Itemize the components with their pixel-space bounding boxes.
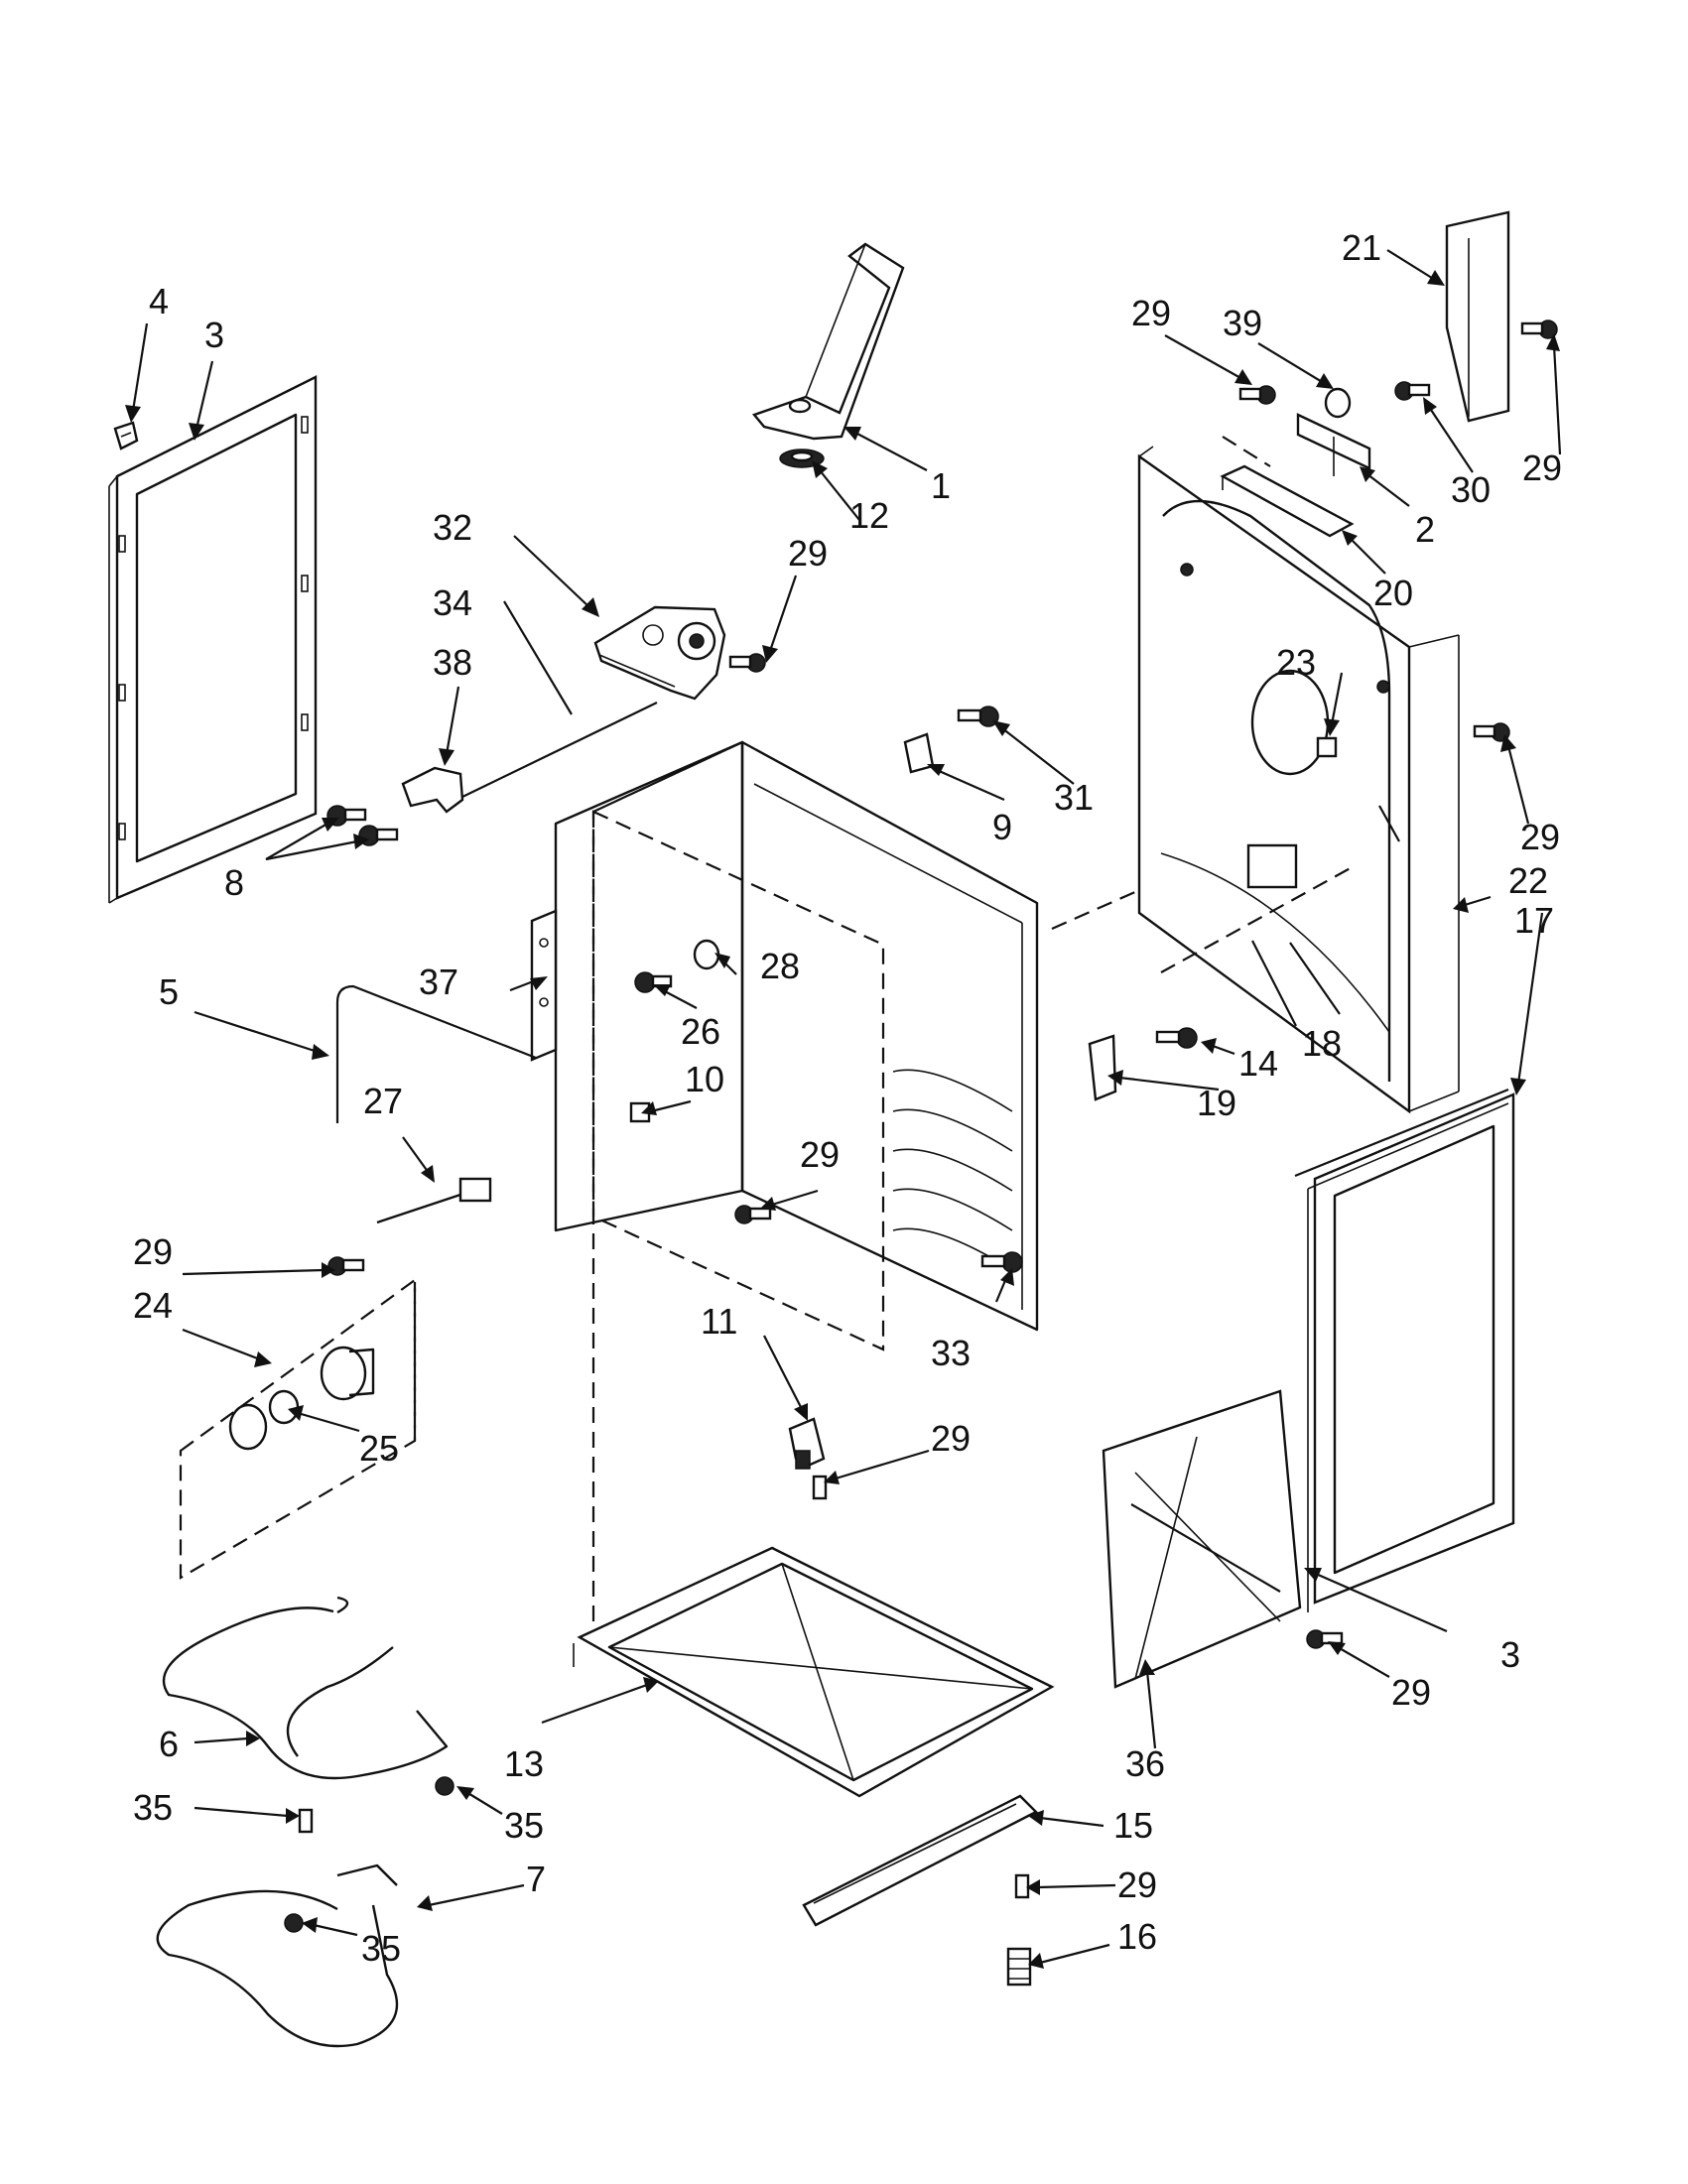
part-25-bulb: [228, 1389, 300, 1451]
part-17-rod: [1294, 1088, 1509, 1178]
part-13-bottom-tray: [573, 1546, 1055, 1798]
part-5-wire: [335, 984, 537, 1123]
part-9-bracket: [903, 732, 935, 774]
alignment-lines: [413, 436, 1357, 1441]
part-39-nut: [1324, 387, 1352, 419]
screws: [284, 320, 1558, 1933]
callout-30: 30: [1451, 469, 1491, 510]
callout-26: 26: [681, 1011, 720, 1052]
callout-29-c: 29: [1522, 448, 1562, 488]
part-38-bracket: [401, 766, 464, 814]
callout-36: 36: [1125, 1743, 1165, 1784]
part-34-rod: [457, 702, 658, 800]
part-28-bushing: [693, 939, 720, 970]
callout-29-d: 29: [1520, 817, 1560, 857]
callout-10: 10: [685, 1059, 724, 1099]
callout-29-g: 29: [931, 1418, 971, 1459]
part-21-bracket: [1445, 210, 1510, 423]
callouts: 1 2 3 3 4 5 6 7 8 9 10 11 12 13 14 15 16…: [133, 227, 1562, 1969]
part-26-screw: [634, 971, 673, 993]
callout-29-i: 29: [1117, 1864, 1157, 1905]
callout-17: 17: [1514, 900, 1554, 941]
callout-9: 9: [992, 807, 1012, 847]
callout-32: 32: [433, 507, 472, 548]
part-1-bracket: [751, 242, 905, 441]
callout-3-left: 3: [204, 315, 224, 355]
part-3-right-side-panel: [1307, 1092, 1515, 1612]
callout-39: 39: [1223, 303, 1262, 343]
callout-21: 21: [1342, 227, 1381, 268]
callout-29-e: 29: [800, 1134, 840, 1175]
part-19-bracket: [1088, 1034, 1117, 1101]
callout-29-b: 29: [1131, 293, 1171, 333]
callout-31: 31: [1054, 777, 1094, 818]
callout-1: 1: [931, 465, 951, 506]
part-14-screw: [1155, 1027, 1198, 1049]
oven-cavity: [554, 740, 1039, 1332]
callout-7: 7: [526, 1859, 546, 1899]
callout-2: 2: [1415, 509, 1435, 550]
callout-22: 22: [1508, 860, 1548, 901]
part-4-clip: [113, 421, 139, 450]
callout-29-f: 29: [133, 1231, 173, 1272]
callout-12: 12: [849, 495, 889, 536]
callout-4: 4: [149, 281, 169, 321]
callout-29-h: 29: [1391, 1672, 1431, 1713]
callout-37: 37: [419, 962, 458, 1002]
callout-38: 38: [433, 642, 472, 683]
callout-27: 27: [363, 1081, 403, 1121]
callout-3-right: 3: [1500, 1634, 1520, 1675]
part-27-sensor: [376, 1177, 492, 1224]
callout-14: 14: [1238, 1043, 1278, 1084]
callout-34: 34: [433, 582, 472, 623]
callout-24: 24: [133, 1285, 173, 1326]
part-32-latch: [593, 605, 726, 701]
part-37-plate: [530, 909, 558, 1062]
leader-lines: [125, 249, 1562, 1969]
callout-6: 6: [159, 1724, 179, 1764]
part-2-bracket: [1296, 413, 1371, 476]
callout-16: 16: [1117, 1916, 1157, 1957]
callout-23: 23: [1276, 642, 1316, 683]
part-16-foot: [1006, 1947, 1032, 1987]
callout-19: 19: [1197, 1083, 1236, 1123]
part-23-stud: [1316, 736, 1338, 758]
callout-25: 25: [359, 1428, 399, 1469]
callout-33: 33: [931, 1333, 971, 1373]
part-11-leveler: [788, 1417, 826, 1470]
callout-15: 15: [1113, 1805, 1153, 1846]
callout-18: 18: [1302, 1023, 1342, 1064]
callout-35-b: 35: [504, 1805, 544, 1846]
callout-5: 5: [159, 971, 179, 1012]
part-7-bake-element: [156, 1863, 399, 2048]
callout-8: 8: [224, 862, 244, 903]
callout-35-a: 35: [133, 1787, 173, 1828]
part-22-rear-panel: [1137, 446, 1460, 1114]
part-33-screw: [980, 1251, 1023, 1273]
callout-29-a: 29: [788, 533, 828, 574]
callout-11: 11: [701, 1301, 737, 1342]
part-31-screw: [957, 706, 999, 727]
part-15-rail: [802, 1794, 1039, 1927]
oven-liner-dashed: [591, 741, 885, 1638]
callout-20: 20: [1373, 573, 1413, 613]
callout-28: 28: [760, 946, 800, 986]
part-36-panel: [1102, 1389, 1302, 1689]
part-20-channel: [1220, 464, 1355, 538]
part-6-broil-element: [163, 1596, 449, 1780]
callout-35-c: 35: [361, 1928, 401, 1969]
part-3-left-side-panel: [108, 375, 318, 904]
callout-13: 13: [504, 1743, 544, 1784]
